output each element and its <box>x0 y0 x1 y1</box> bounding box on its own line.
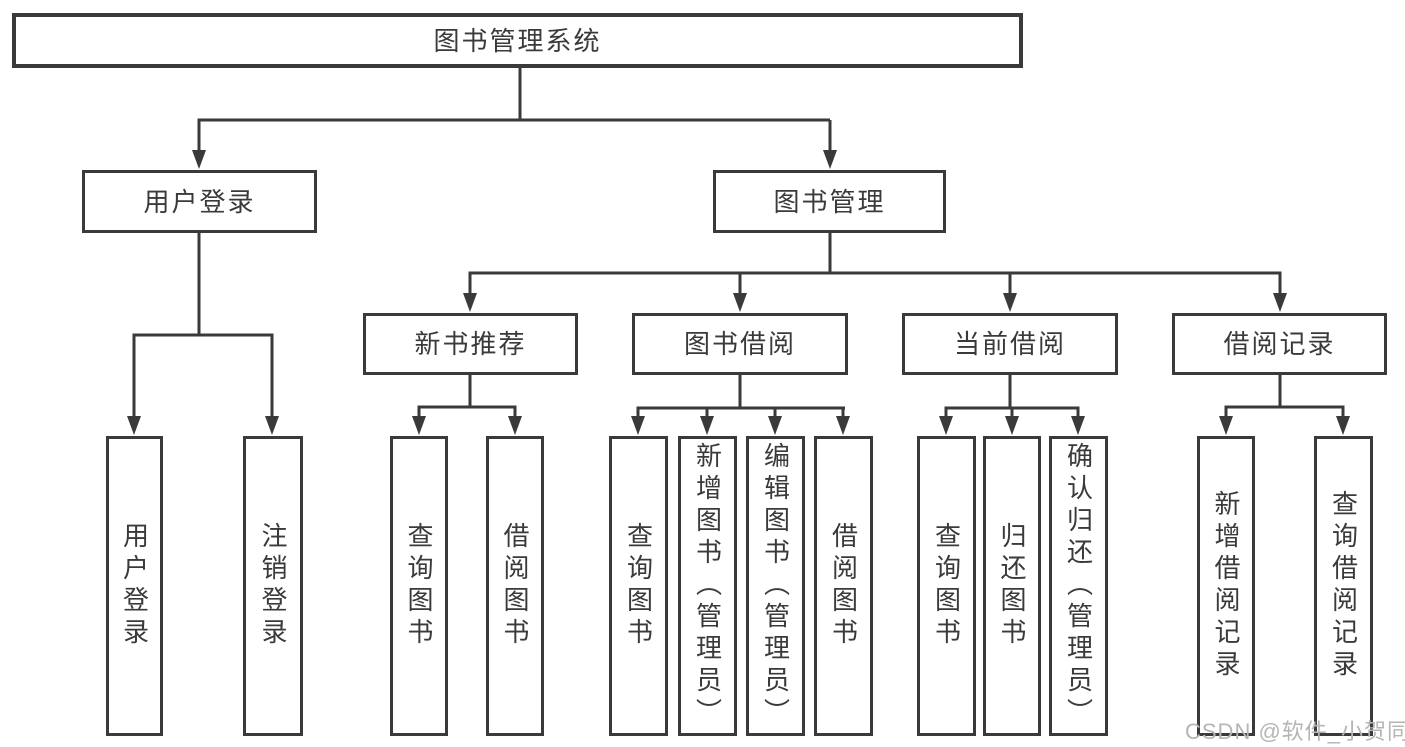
node-label: 借阅图书 <box>828 522 859 650</box>
node-label: 查询图书 <box>623 522 654 650</box>
leaf-borrow-book: 借阅图书 <box>814 436 873 736</box>
connector-user-login <box>127 233 279 435</box>
branch-current-borrow: 当前借阅 <box>902 313 1118 375</box>
node-label: 查询图书 <box>931 522 962 650</box>
node-label: 图书借阅 <box>683 329 796 359</box>
node-label: 新增借阅记录 <box>1211 490 1241 682</box>
node-label: 当前借阅 <box>953 329 1066 359</box>
node-label: 注销登录 <box>258 522 288 650</box>
leaf-confirm-return-admin: 确认归还（管理员） <box>1049 436 1108 736</box>
connector-borrow-record <box>1219 375 1350 435</box>
leaf-query-borrow-record: 查询借阅记录 <box>1314 436 1373 736</box>
node-label: 归还图书 <box>997 522 1027 650</box>
node-label: 新增图书（管理员） <box>692 442 723 730</box>
node-label: 编辑图书（管理员） <box>760 442 791 730</box>
leaf-edit-book-admin: 编辑图书（管理员） <box>746 436 805 736</box>
leaf-query-book-current: 查询图书 <box>917 436 976 736</box>
node-label: 查询图书 <box>404 522 434 650</box>
leaf-add-book-admin: 新增图书（管理员） <box>678 436 737 736</box>
node-label: 图书管理 <box>773 186 886 217</box>
connector-current-borrow <box>939 375 1085 435</box>
node-label: 借阅记录 <box>1223 329 1336 359</box>
connector-new-book-recommend <box>412 375 522 435</box>
leaf-borrow-book-recommend: 借阅图书 <box>486 436 544 736</box>
leaf-query-book-recommend: 查询图书 <box>390 436 448 736</box>
node-library-management-system: 图书管理系统 <box>12 13 1023 68</box>
leaf-query-book-borrow: 查询图书 <box>609 436 668 736</box>
node-label: 借阅图书 <box>500 522 530 650</box>
leaf-add-borrow-record: 新增借阅记录 <box>1197 436 1255 736</box>
node-label: 用户登录 <box>119 522 150 650</box>
branch-new-book-recommend: 新书推荐 <box>363 313 578 375</box>
node-label: 用户登录 <box>143 186 256 217</box>
branch-book-borrow: 图书借阅 <box>632 313 848 375</box>
csdn-watermark: CSDN @软件_小贺同学 <box>1185 719 1405 744</box>
connector-book-management <box>463 233 1287 312</box>
node-book-management: 图书管理 <box>713 170 946 233</box>
node-label: 图书管理系统 <box>433 25 602 56</box>
leaf-logout: 注销登录 <box>243 436 303 736</box>
leaf-return-book: 归还图书 <box>983 436 1041 736</box>
connector-book-borrow <box>631 375 850 435</box>
node-label: 新书推荐 <box>414 329 527 359</box>
node-label: 确认归还（管理员） <box>1063 442 1094 730</box>
leaf-user-login: 用户登录 <box>106 436 163 736</box>
branch-borrow-record: 借阅记录 <box>1172 313 1387 375</box>
node-user-login: 用户登录 <box>82 170 317 233</box>
connector-root <box>192 68 837 169</box>
node-label: 查询借阅记录 <box>1328 490 1359 682</box>
